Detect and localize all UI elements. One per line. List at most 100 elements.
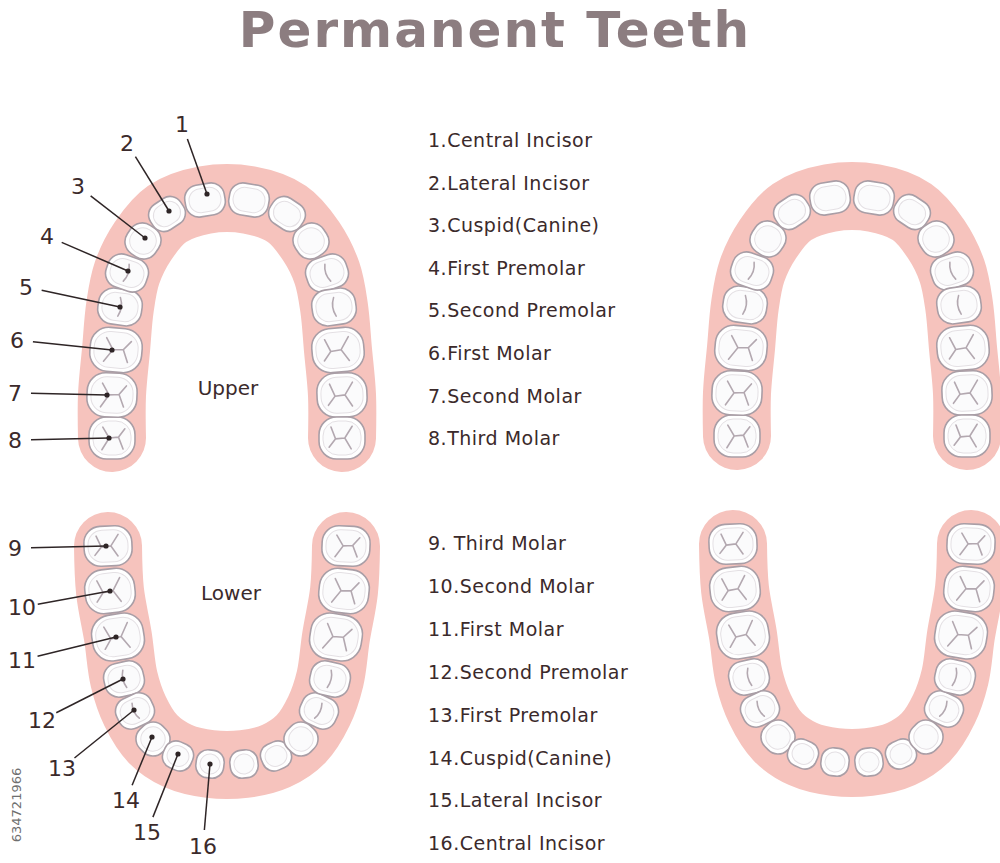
leader-dot	[131, 707, 136, 712]
leader-line	[31, 546, 106, 548]
tooth	[932, 608, 991, 662]
tooth	[714, 608, 773, 662]
lower-arch	[708, 523, 997, 778]
tooth-surface	[321, 571, 367, 611]
watermark: 634721966	[9, 768, 24, 842]
tooth-fissure	[727, 620, 757, 649]
callout-number: 3	[71, 174, 85, 199]
tooth-surface	[725, 289, 765, 322]
leader-dot	[117, 304, 122, 309]
tooth-surface	[950, 527, 991, 561]
tooth	[711, 370, 763, 416]
callout-number: 1	[175, 112, 189, 137]
tooth-name: 10.Second Molar	[428, 575, 594, 597]
tooth-surface	[730, 661, 767, 694]
tooth-fissure	[121, 670, 127, 688]
tooth	[935, 284, 984, 326]
tooth-surface	[948, 419, 986, 453]
tooth-surface	[87, 571, 133, 611]
tooth	[319, 417, 365, 459]
tooth-crown	[784, 735, 823, 773]
tooth-crown	[935, 284, 984, 326]
tooth-surface	[894, 195, 929, 229]
leader-dot	[166, 208, 171, 213]
callout-number: 10	[8, 595, 36, 620]
tooth-fissure	[331, 298, 336, 317]
tooth-crown	[228, 748, 259, 779]
tooth-surface	[718, 419, 756, 453]
tooth-fissure	[960, 533, 985, 556]
tooth-name: 14.Cuspid(Canine)	[428, 747, 612, 769]
tooth-fissure	[329, 426, 352, 449]
tooth-fissure	[720, 576, 747, 602]
tooth	[228, 748, 259, 779]
tooth-surface	[164, 742, 192, 769]
tooth-crown	[721, 284, 770, 326]
callout-number: 4	[40, 224, 54, 249]
tooth-fissure	[103, 338, 131, 364]
tooth-fissure	[322, 337, 350, 363]
tooth-name: 11.First Molar	[428, 618, 564, 640]
leader-line	[132, 737, 152, 785]
tooth-surface	[789, 740, 817, 767]
tooth-surface	[717, 328, 764, 368]
tooth-fissure	[954, 424, 977, 447]
leader-line	[56, 679, 123, 713]
tooth-surface	[293, 223, 329, 259]
tooth-fissure	[327, 670, 333, 688]
tooth-name: 6.First Molar	[428, 342, 551, 364]
leader-dot	[142, 235, 147, 240]
tooth-name: 3.Cuspid(Canine)	[428, 214, 600, 236]
tooth-surface	[856, 183, 892, 212]
callout-number: 16	[189, 834, 217, 859]
arch-label: Upper	[198, 376, 259, 400]
tooth-crown	[932, 656, 979, 698]
tooth-crown	[941, 370, 993, 416]
tooth	[708, 564, 763, 613]
callout-number: 11	[8, 648, 36, 673]
tooth-surface	[149, 197, 184, 231]
tooth-surface	[918, 221, 954, 257]
tooth-surface	[323, 421, 361, 455]
tooth-crown	[935, 324, 991, 373]
tooth	[194, 748, 225, 779]
tooth	[932, 656, 979, 698]
leader-line	[135, 157, 169, 211]
tooth	[935, 324, 991, 373]
tooth-surface	[909, 720, 943, 754]
tooth	[316, 372, 368, 418]
tooth	[83, 566, 138, 615]
tooth-surface	[269, 197, 304, 231]
tooth	[307, 658, 354, 700]
tooth	[852, 179, 897, 217]
leader-dot	[106, 435, 111, 440]
tooth-fissure	[727, 425, 750, 448]
callout-number: 13	[48, 756, 76, 781]
tooth	[769, 190, 816, 235]
tooth-fissure	[315, 703, 324, 719]
tooth-fissure	[332, 578, 359, 604]
leader-dot	[104, 392, 109, 397]
tooth-crown	[83, 566, 138, 615]
tooth-crown	[96, 286, 145, 328]
tooth	[310, 326, 366, 375]
tooth-crown	[88, 326, 144, 375]
leader-line	[62, 242, 128, 271]
leader-line	[33, 342, 112, 350]
tooth-crown	[317, 566, 372, 615]
gum	[737, 196, 968, 436]
tooth-crown	[711, 370, 763, 416]
leader-line	[74, 710, 134, 758]
tooth	[941, 370, 993, 416]
tooth	[714, 415, 760, 457]
tooth-name: 8.Third Molar	[428, 427, 560, 449]
tooth-fissure	[952, 380, 978, 405]
tooth-fissure	[323, 264, 331, 281]
tooth-crown	[310, 326, 366, 375]
tooth-fissure	[746, 668, 752, 686]
tooth	[721, 284, 770, 326]
tooth-fissure	[95, 578, 122, 604]
tooth-fissure	[335, 535, 360, 558]
tooth-surface	[715, 374, 759, 412]
